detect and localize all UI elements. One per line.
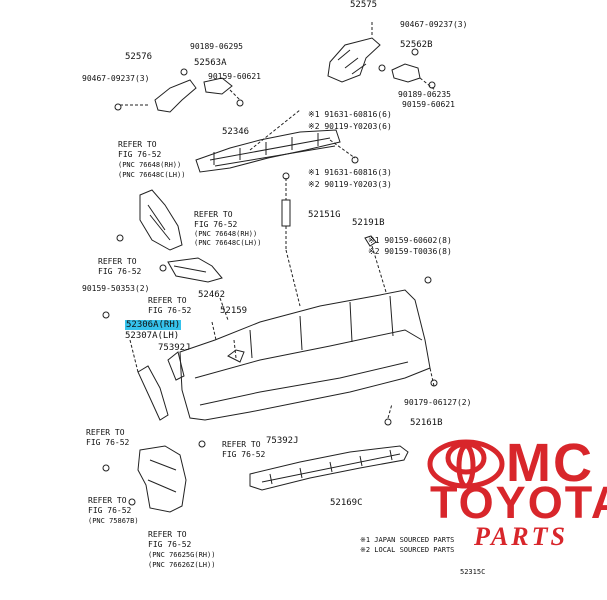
bracket-52462 — [167, 257, 223, 283]
refer-c-line2: FIG 76-52 — [98, 267, 142, 276]
bracket-52575 — [327, 37, 381, 83]
side-bracket-lh — [139, 189, 183, 251]
figure-id: 52315C — [460, 568, 486, 576]
label-90119-b: ※2 90119-Y0203(3) — [308, 180, 392, 189]
logo-toyota: TOYOTA — [430, 477, 607, 528]
refer-g-line3: (PNC 75867B) — [88, 517, 139, 525]
note-local-sourced: ※2 LOCAL SOURCED PARTS — [360, 546, 455, 554]
label-52306a: 52306A(RH) — [125, 320, 182, 330]
lower-cover-52169c — [249, 445, 409, 491]
label-90159-d: ※2 90159-T0036(8) — [368, 247, 452, 256]
label-52562b: 52562B — [400, 40, 433, 50]
refer-a-line1: REFER TO — [118, 140, 157, 149]
note-japan-sourced: ※1 JAPAN SOURCED PARTS — [360, 536, 455, 544]
refer-e-line2: FIG 76-52 — [86, 438, 130, 447]
label-90159-right: 90159-60621 — [402, 100, 455, 109]
bracket-52562b — [391, 63, 421, 83]
label-75392j-bot: 75392J — [266, 436, 299, 446]
label-52161b: 52161B — [410, 418, 443, 428]
label-52169c: 52169C — [330, 498, 363, 508]
refer-a-line2: FIG 76-52 — [118, 150, 162, 159]
fastener-52151g — [281, 199, 291, 227]
refer-e-line1: REFER TO — [86, 428, 125, 437]
refer-h-line2: FIG 76-52 — [148, 540, 192, 549]
label-90119-a: ※2 90119-Y0203(6) — [308, 122, 392, 131]
label-52563a: 52563A — [194, 58, 227, 68]
refer-b-line4: (PNC 76648C(LH)) — [194, 239, 262, 247]
label-90159-50353: 90159-50353(2) — [82, 284, 150, 293]
refer-d-line2: FIG 76-52 — [148, 306, 192, 315]
refer-c-line1: REFER TO — [98, 257, 137, 266]
label-90189-left: 90189-06295 — [190, 42, 243, 51]
logo-mc: MC — [506, 433, 594, 493]
label-52151g: 52151G — [308, 210, 341, 220]
refer-g-line1: REFER TO — [88, 496, 127, 505]
refer-b-line3: (PNC 76648(RH)) — [194, 230, 258, 238]
label-90159-mid: 90159-60621 — [208, 72, 261, 81]
label-52307a: 52307A(LH) — [125, 331, 180, 341]
bracket-52563a — [203, 77, 233, 95]
clip-52191b — [364, 235, 377, 247]
refer-a-line3: (PNC 76648(RH)) — [118, 161, 182, 169]
label-52191b: 52191B — [352, 218, 385, 228]
label-75392j-top: 75392J — [158, 343, 191, 353]
refer-f-line2: FIG 76-52 — [222, 450, 266, 459]
refer-g-line2: FIG 76-52 — [88, 506, 132, 515]
label-52576: 52576 — [125, 52, 153, 62]
label-52159: 52159 — [220, 306, 248, 316]
refer-a-line4: (PNC 76648C(LH)) — [118, 171, 186, 179]
refer-f-line1: REFER TO — [222, 440, 261, 449]
mud-guard — [137, 445, 187, 513]
label-52346: 52346 — [222, 127, 250, 137]
refer-b-line1: REFER TO — [194, 210, 233, 219]
bracket-52576 — [154, 79, 197, 113]
retainer-52306a — [137, 365, 169, 421]
bumper-cover — [179, 289, 431, 421]
absorber-52346 — [195, 129, 341, 173]
logo-parts: PARTS — [474, 522, 568, 551]
refer-h-line4: (PNC 76626Z(LH)) — [148, 561, 216, 569]
toyota-emblem-icon — [427, 439, 505, 489]
refer-b-line2: FIG 76-52 — [194, 220, 238, 229]
label-91631-a: ※1 91631-60816(6) — [308, 110, 392, 119]
label-52462: 52462 — [198, 290, 226, 300]
label-90189-top: 90189-06235 — [398, 90, 451, 99]
label-91631-b: ※1 91631-60816(3) — [308, 168, 392, 177]
label-90467-left: 90467-09237(3) — [82, 74, 150, 83]
label-90467-top: 90467-09237(3) — [400, 20, 468, 29]
refer-h-line3: (PNC 76625G(RH)) — [148, 551, 216, 559]
label-90179: 90179-06127(2) — [404, 398, 472, 407]
label-90159-c: ※1 90159-60602(8) — [368, 236, 452, 245]
label-52575: 52575 — [350, 0, 378, 10]
refer-h-line1: REFER TO — [148, 530, 187, 539]
refer-d-line1: REFER TO — [148, 296, 187, 305]
